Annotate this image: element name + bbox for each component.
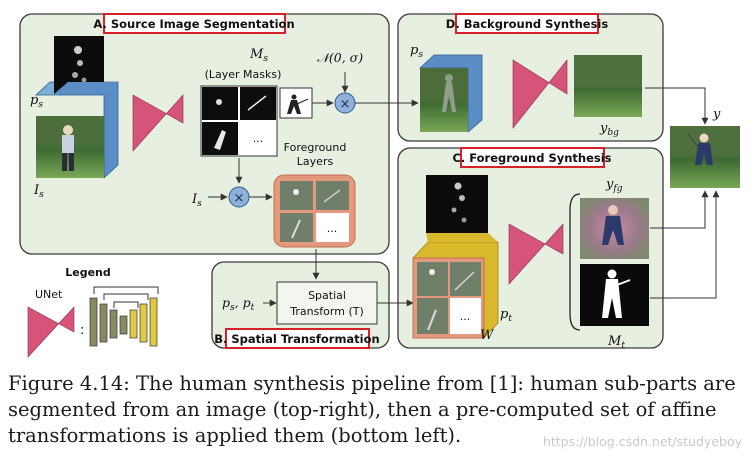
- label-spatial-1: Spatial: [308, 289, 346, 302]
- label-noise: 𝒩(0, σ): [317, 50, 363, 65]
- label-is-multiply: Is: [191, 192, 202, 209]
- svg-text:...: ...: [460, 310, 471, 323]
- unet-segmentation: [132, 94, 184, 152]
- source-input-cube: [34, 36, 119, 179]
- output-bracket: [569, 193, 581, 331]
- legend-unet-architecture: [89, 286, 159, 347]
- foreground-output-image: [580, 198, 649, 259]
- foreground-input-cube: ...: [412, 175, 499, 340]
- title-source: A. Source Image Segmentation: [93, 17, 294, 31]
- label-ps-pt: ps, pt: [222, 295, 255, 313]
- label-foreground-layers-2: Layers: [297, 155, 334, 168]
- label-spatial-2: Transform (T): [289, 305, 364, 318]
- figure-caption: Figure 4.14: The human synthesis pipelin…: [8, 372, 736, 447]
- title-box-background: [455, 13, 599, 34]
- svg-text:...: ...: [253, 132, 264, 145]
- title-background: D. Background Synthesis: [446, 17, 609, 31]
- legend-unet-label: UNet: [35, 288, 63, 301]
- label-y: y: [712, 107, 721, 122]
- legend-colon: :: [80, 323, 84, 338]
- label-layer-masks: (Layer Masks): [205, 68, 282, 81]
- title-foreground: C. Foreground Synthesis: [452, 151, 611, 165]
- label-pt: pt: [500, 307, 512, 324]
- legend-title: Legend: [65, 266, 111, 279]
- layer-masks-grid: ...: [200, 85, 278, 157]
- label-ps-background: ps: [410, 43, 423, 60]
- title-spatial: B. Spatial Transformation: [214, 332, 379, 346]
- spatial-transform-box: [276, 281, 378, 325]
- label-is-source: Is: [33, 183, 44, 200]
- foreground-layers-grid: ...: [273, 174, 356, 248]
- label-yfg: yfg: [605, 177, 623, 194]
- label-mt: Mt: [607, 334, 625, 351]
- svg-text:...: ...: [327, 222, 338, 235]
- title-box-foreground: [460, 147, 605, 168]
- background-output-image: [574, 55, 642, 117]
- final-output-image: [670, 126, 740, 188]
- svg-text:×: ×: [234, 191, 245, 206]
- unet-background: [512, 59, 568, 129]
- background-input-cube: [418, 54, 483, 133]
- label-ps-source: ps: [30, 93, 43, 110]
- mask-output-image: [580, 264, 649, 326]
- legend-unet-symbol: [27, 306, 75, 358]
- label-ybg: ybg: [599, 121, 619, 138]
- title-box-spatial: [225, 328, 370, 349]
- label-foreground-layers-1: Foreground: [284, 141, 347, 154]
- label-ms: Ms: [249, 47, 268, 64]
- watermark: https://blog.csdn.net/studyeboy: [542, 434, 742, 449]
- unet-foreground: [508, 223, 564, 285]
- selected-mask: [279, 87, 313, 119]
- svg-text:×: ×: [340, 97, 351, 112]
- title-box-source: [103, 13, 286, 34]
- label-w: W: [480, 328, 495, 343]
